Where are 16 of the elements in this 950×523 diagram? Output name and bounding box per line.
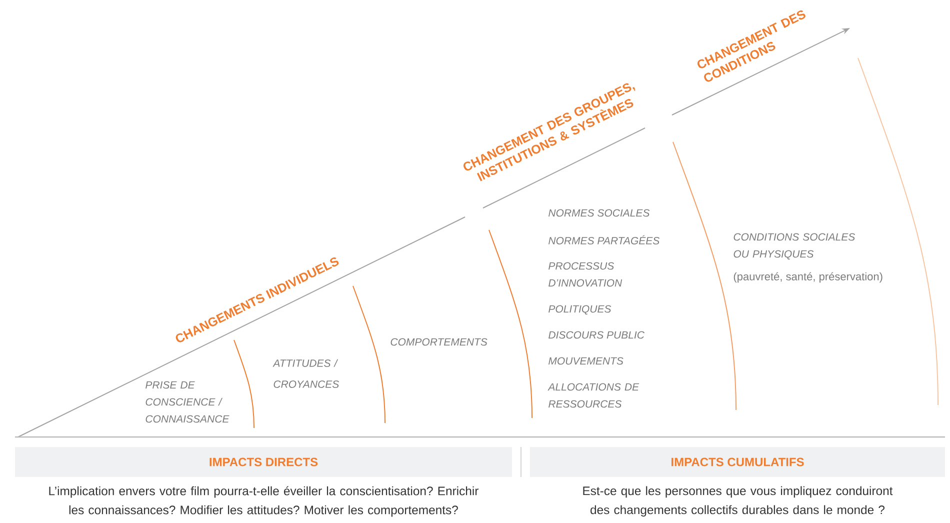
category-label: PROCESSUS D’INNOVATION: [548, 262, 622, 287]
category-label: NORMES SOCIALES: [548, 209, 650, 217]
header-band: IMPACTS CUMULATIFS: [530, 447, 945, 477]
description-text: L’implication envers votre film pourra-t-elle éveiller la conscientisation? Enrichir les connaissances? Modifier les attitudes? Motiver les comportements?: [49, 486, 478, 517]
category-label: MOUVEMENTS: [548, 357, 624, 365]
category-label: COMPORTEMENTS: [390, 338, 488, 346]
category-label: ALLOCATIONS DE RESSOURCES: [548, 383, 640, 408]
category-label: POLITIQUES: [548, 305, 612, 314]
header-band: IMPACTS DIRECTS: [15, 447, 512, 477]
category-label: DISCOURS PUBLIC: [548, 331, 645, 339]
category-label: ATTITUDES / CROYANCES: [272, 359, 340, 388]
category-label: CONDITIONS SOCIALES OU PHYSIQUES: [734, 233, 856, 260]
category-label: PRISE DE CONSCIENCE / CONNAISSANCE: [146, 381, 230, 423]
description-text: Est-ce que les personnes que vous impliquez conduiront des changements collectifs durables dans le monde ?: [583, 486, 893, 517]
note-text: (pauvreté, santé, préservation): [734, 272, 882, 283]
category-label: NORMES PARTAGÉES: [548, 235, 660, 244]
